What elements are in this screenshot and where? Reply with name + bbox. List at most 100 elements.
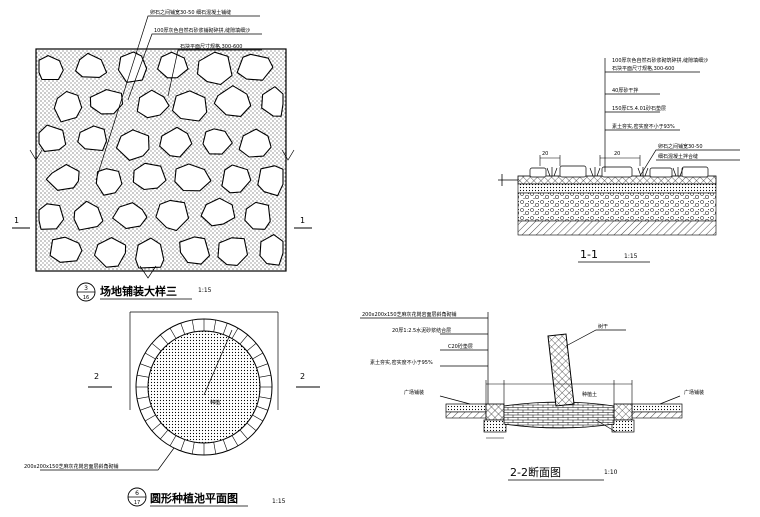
- section2-leaders: [360, 312, 681, 433]
- planting-soil-area: [147, 330, 261, 444]
- section1-note-sand: 40厚砂干拌: [612, 87, 638, 94]
- edge-block-joint: [256, 363, 269, 369]
- section2-left-label: 广场铺装: [404, 389, 424, 396]
- section-ref-left: 1: [14, 216, 19, 225]
- section2-note-c20: C20砼垫层: [448, 343, 473, 350]
- section1-note-gravel: 150厚C5.4.01砂石垫层: [612, 105, 666, 112]
- paving-detail-plan: 1 1 卵石之间铺宽30-50 细石混凝土铺缝 100厚灰色自然石砂浆铺砌碎拼,…: [12, 9, 312, 302]
- paving-stone: [136, 89, 170, 119]
- paving-note-stone: 100厚灰色自然石砂浆铺砌碎拼,缝隙填细沙: [154, 27, 250, 34]
- section2-tree-label: 树干: [598, 323, 608, 330]
- paving-stone: [159, 126, 193, 158]
- section-ref-right: 1: [300, 216, 305, 225]
- paving-plan-frame: [35, 48, 287, 272]
- badge-number: 6: [135, 490, 139, 497]
- paving-leaders: [95, 15, 262, 181]
- paving-stone: [238, 128, 272, 158]
- edge-block-joint: [246, 343, 257, 352]
- edge-block-joint: [213, 319, 217, 332]
- edge-block-joint: [191, 319, 195, 332]
- paving-stone: [179, 236, 211, 265]
- edge-block-joint: [144, 414, 156, 422]
- concrete-footing-right: [611, 419, 635, 433]
- paving-stone: [38, 55, 64, 81]
- grass-tufts: [546, 167, 684, 177]
- granite-edge-right: [613, 403, 633, 421]
- section1-note-soil: 素土夯实,密实度不小于93%: [612, 123, 675, 130]
- paving-stone: [73, 200, 104, 231]
- edge-block-joint: [252, 414, 264, 422]
- granite-edge-blocks: [136, 319, 272, 455]
- section1-note-joint: 卵石之间铺宽30-50: [658, 143, 703, 150]
- edge-block-joint: [144, 352, 156, 360]
- paving-stone: [213, 85, 252, 117]
- edge-block-joint: [180, 439, 186, 452]
- break-line-bottom: [139, 265, 157, 279]
- dim-joint-left: 20: [542, 151, 548, 157]
- edge-block-joint: [231, 435, 239, 447]
- gravel-base-layer: [517, 192, 717, 222]
- paving-stone: [155, 199, 190, 232]
- edge-block-joint: [239, 334, 248, 345]
- edge-block-joint: [169, 327, 177, 339]
- section-1-1: 20 20 100厚灰色自然石砂浆砌筑碎拼,缝隙填细沙 石块平面尺寸规格,300…: [498, 57, 740, 263]
- paving-stone: [112, 202, 148, 230]
- edge-block-joint: [169, 435, 177, 447]
- paving-stone: [135, 237, 165, 269]
- paving-stones: [38, 51, 284, 269]
- pool-plan-title-text: 圆形种植池平面图: [150, 491, 238, 505]
- section2-soil-label: 种植土: [582, 391, 597, 398]
- section2-title: 2-2断面图: [510, 465, 561, 479]
- paving-stone: [117, 51, 148, 83]
- pool-plan-title: 6 17 圆形种植池平面图 1:15: [127, 487, 286, 507]
- break-line-right: [281, 149, 295, 161]
- pool-edge-leader: [40, 447, 175, 471]
- paving-stone: [202, 128, 233, 155]
- section1-leaders: [604, 58, 740, 177]
- edge-block-joint: [222, 439, 228, 452]
- section2-note-granite: 200x200x150芝麻灰花岗岩面层斜角砌铺: [362, 311, 457, 318]
- section1-note-stone: 100厚灰色自然石砂浆砌筑碎拼,缝隙填细沙: [612, 57, 708, 64]
- edge-block-joint: [139, 363, 152, 369]
- pool-plan-scale: 1:15: [272, 498, 286, 505]
- paving-stone: [89, 89, 124, 115]
- paving-stone: [236, 53, 274, 81]
- granite-edge-left: [485, 403, 505, 421]
- right-plaza-paving: [631, 403, 683, 413]
- paving-stone: [115, 129, 150, 161]
- paving-stone: [157, 51, 189, 79]
- sand-layer: [517, 183, 717, 194]
- section2-ref-left: 2: [94, 372, 99, 381]
- section2-scale: 1:10: [604, 469, 618, 476]
- concrete-footing-left: [483, 419, 507, 433]
- paving-plan-scale: 1:15: [198, 287, 212, 294]
- section2-right-label: 广场铺装: [684, 389, 704, 396]
- edge-block-joint: [136, 396, 149, 400]
- planting-soil-body: [503, 401, 615, 429]
- edge-block-joint: [160, 429, 169, 440]
- section1-note-concrete: 细石混凝土拌合缝: [658, 153, 698, 160]
- badge-sheet: 17: [134, 500, 140, 506]
- edge-block-joint: [191, 442, 195, 455]
- section-2-2: 200x200x150芝麻灰花岗岩面层斜角砌铺 20厚1:2.5水泥砂浆结合层 …: [360, 311, 704, 481]
- paving-stone: [174, 163, 212, 192]
- left-plaza-paving: [445, 403, 487, 413]
- paving-stone: [257, 165, 284, 197]
- paving-stone: [196, 51, 233, 86]
- edge-block-joint: [136, 374, 149, 378]
- section1-scale: 1:15: [624, 253, 638, 260]
- paving-stone: [132, 162, 167, 191]
- pool-edge-note: 200x200x150芝麻灰花岗岩面层斜角砌铺: [24, 463, 119, 470]
- paving-stone: [93, 237, 127, 268]
- section2-note-mortar: 20厚1:2.5水泥砂浆结合层: [392, 327, 451, 334]
- section1-dimensions: [539, 155, 641, 166]
- paving-stone: [45, 163, 80, 191]
- edge-block-joint: [259, 396, 272, 400]
- paving-stone: [221, 164, 252, 194]
- planting-pool-plan: 种植 200x200x150芝麻灰花岗岩面层斜角砌铺 2 2 6 17 圆形种植…: [24, 311, 320, 507]
- edge-block-joint: [222, 322, 228, 335]
- dim-joint-right: 20: [614, 151, 620, 157]
- paving-note-joint: 卵石之间铺宽30-50 细石混凝土铺缝: [150, 9, 231, 16]
- paving-stone: [244, 201, 271, 230]
